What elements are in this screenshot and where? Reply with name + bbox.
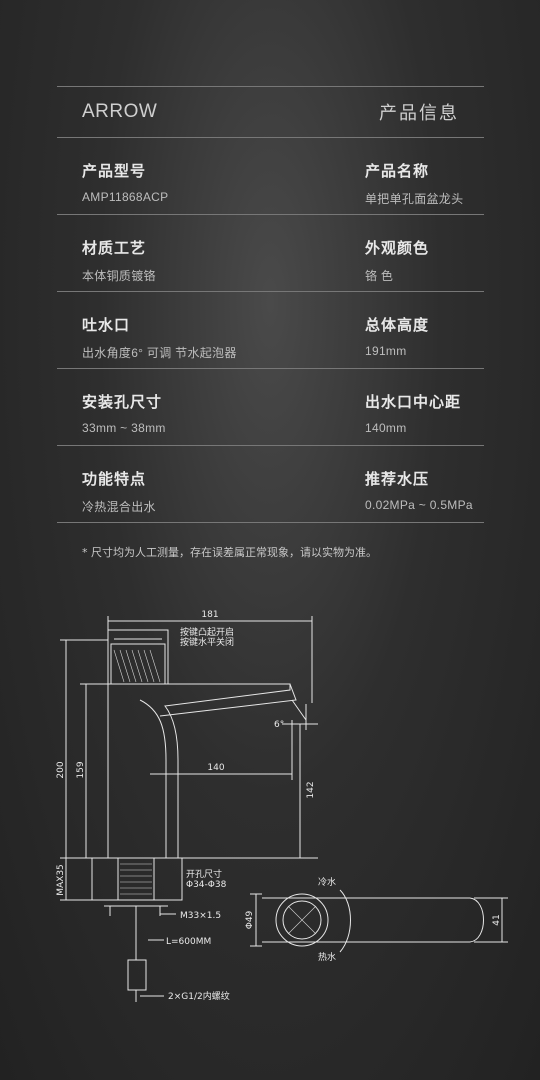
knurled-ring bbox=[110, 643, 166, 685]
divider bbox=[57, 214, 484, 215]
top-view-body bbox=[262, 897, 484, 943]
spec-value: AMP11868ACP bbox=[82, 190, 169, 204]
spec-row: 产品型号 AMP11868ACP 产品名称单把单孔面盆龙头 bbox=[57, 138, 484, 214]
spec-value: 铬 色 bbox=[365, 269, 394, 283]
spec-value: 单把单孔面盆龙头 bbox=[365, 192, 464, 206]
spec-label: 产品名称 bbox=[365, 162, 430, 180]
spec-row: 吐水口出水角度6° 可调 节水起泡器 总体高度 191mm bbox=[57, 292, 484, 368]
dim-max35: MAX35 bbox=[56, 864, 66, 896]
label-push-on: 按键凸起开启 bbox=[180, 626, 234, 638]
spec-value: 冷热混合出水 bbox=[82, 500, 156, 514]
spec-header: ARROW 产品信息 bbox=[57, 87, 484, 137]
hole-title: 开孔尺寸 bbox=[186, 868, 222, 880]
spec-label: 安装孔尺寸 bbox=[82, 393, 163, 411]
dim-49: Φ49 bbox=[245, 910, 255, 929]
spec-row: 材质工艺本体铜质镀铬 外观颜色铬 色 bbox=[57, 215, 484, 291]
divider bbox=[57, 291, 484, 292]
label-push-off: 按键水平关闭 bbox=[180, 636, 234, 648]
spec-row: 功能特点冷热混合出水 推荐水压 0.02MPa ~ 0.5MPa bbox=[57, 446, 484, 522]
section-title: 产品信息 bbox=[379, 103, 459, 124]
divider bbox=[57, 368, 484, 369]
faucet-handle bbox=[107, 629, 169, 685]
top-view-handle bbox=[275, 893, 329, 947]
divider bbox=[57, 86, 484, 87]
hole-range: Φ34-Φ38 bbox=[186, 880, 227, 890]
spec-value: 出水角度6° 可调 节水起泡器 bbox=[82, 346, 237, 360]
hose-label: L=600MM bbox=[166, 937, 211, 947]
spec-label: 总体高度 bbox=[365, 316, 430, 334]
spec-label: 材质工艺 bbox=[82, 239, 147, 257]
dim-181: 181 bbox=[201, 610, 218, 620]
spec-label: 推荐水压 bbox=[365, 470, 430, 488]
spec-label: 外观颜色 bbox=[365, 239, 430, 257]
spec-label: 产品型号 bbox=[82, 162, 147, 180]
spec-row: 安装孔尺寸 33mm ~ 38mm 出水口中心距 140mm bbox=[57, 369, 484, 445]
divider bbox=[57, 445, 484, 446]
dim-142: 142 bbox=[306, 781, 316, 798]
spec-value: 0.02MPa ~ 0.5MPa bbox=[365, 498, 473, 512]
divider bbox=[57, 522, 484, 523]
dim-200: 200 bbox=[56, 761, 66, 778]
spec-value: 191mm bbox=[365, 344, 407, 358]
spec-label: 吐水口 bbox=[82, 316, 131, 334]
hose-fitting bbox=[127, 959, 147, 991]
brand-name: ARROW bbox=[82, 101, 158, 122]
hot-label: 热水 bbox=[318, 951, 336, 963]
spec-value: 33mm ~ 38mm bbox=[82, 421, 166, 435]
fitting-label: 2×G1/2内螺纹 bbox=[168, 990, 230, 1002]
divider bbox=[57, 137, 484, 138]
thread-label: M33×1.5 bbox=[180, 911, 221, 921]
faucet-body bbox=[107, 683, 291, 859]
dim-41: 41 bbox=[492, 914, 502, 925]
spec-value: 本体铜质镀铬 bbox=[82, 269, 156, 283]
dim-159: 159 bbox=[76, 761, 86, 778]
angle-label: 6° bbox=[274, 720, 284, 730]
measurement-note: * 尺寸均为人工测量，存在误差属正常现象，请以实物为准。 bbox=[82, 546, 377, 559]
spec-value: 140mm bbox=[365, 421, 407, 435]
mounting-nut bbox=[91, 857, 183, 901]
spec-label: 出水口中心距 bbox=[365, 393, 462, 411]
spec-label: 功能特点 bbox=[82, 470, 147, 488]
cold-label: 冷水 bbox=[318, 876, 336, 888]
dim-140: 140 bbox=[207, 763, 224, 773]
